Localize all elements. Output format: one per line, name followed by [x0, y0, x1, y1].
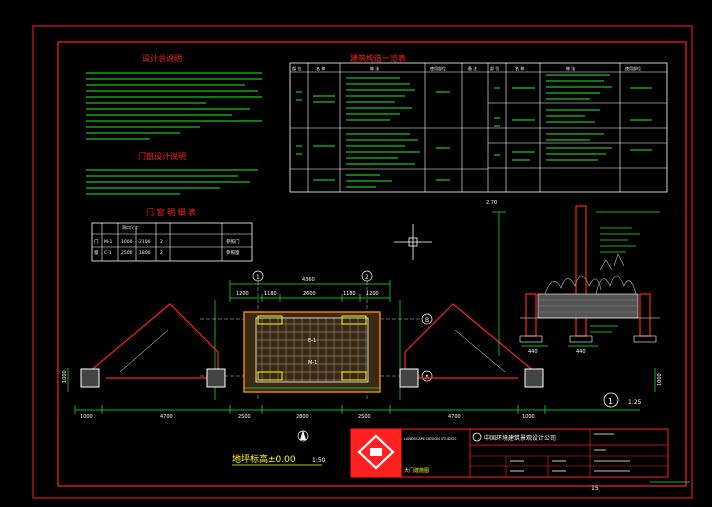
door-table-cell: 2500 [121, 250, 133, 256]
bottom-dim-label: 2500 [238, 414, 251, 420]
notes-lines [86, 72, 262, 140]
section-dim-left-base: 440 [528, 349, 538, 355]
materials-title: 建筑构造一览表 [350, 53, 406, 63]
shrub-icon [544, 253, 637, 295]
gatehouse-plan: E-1 M-1 [243, 311, 381, 393]
door-table-cell: M-1 [104, 239, 113, 245]
wing-walls [88, 303, 536, 379]
door-table-cell: C-1 [104, 250, 112, 256]
sheet-inner-border [57, 41, 687, 487]
side-dim-right: 1000 [657, 373, 663, 386]
room-label-e1: E-1 [308, 338, 316, 344]
materials-header: 名 称 [316, 65, 325, 71]
materials-col-headers: 部 位 名 称 做 法 使用部位 备 注 部 位 名 称 做 法 使用部位 [292, 65, 641, 71]
crosshair-cursor-icon [394, 224, 432, 260]
section-dim-right-base: 440 [576, 349, 586, 355]
room-label-m1: M-1 [308, 360, 317, 366]
corner-pillars [80, 368, 544, 388]
materials-header: 部 位 [490, 65, 499, 71]
door-table-cell: 门 [94, 238, 99, 245]
section-scale: 1:25 [628, 399, 642, 406]
top-dim-label: 1180 [343, 291, 356, 297]
door-table-cell: 参照门 [226, 238, 240, 245]
bottom-dim-label: 1000 [80, 414, 93, 420]
axis-label-1: 1 [256, 274, 260, 281]
bottom-dim-label: 4700 [448, 414, 461, 420]
materials-header: 做 法 [370, 65, 379, 71]
top-dim-label: 2600 [303, 291, 316, 297]
section-label: 1 [608, 397, 613, 406]
firm-name: 中国环境建筑景观设计公司 [484, 434, 556, 442]
door-table-cell: 窗 [94, 249, 99, 256]
materials-header: 做 法 [566, 65, 575, 71]
page-number: 15 [591, 485, 599, 492]
bottom-dim-label: 4700 [160, 414, 173, 420]
door-table-cell: 2 [160, 250, 163, 256]
door-notes-lines [86, 169, 258, 195]
sheet-border [32, 25, 693, 499]
materials-header: 备 注 [468, 65, 477, 71]
general-notes: 设计总说明 门窗设计说明 [86, 53, 262, 195]
gate-plan: 4360 1200 1180 2600 1180 1200 1000 4700 2500 280… [62, 224, 663, 466]
title-block: LANDSCAPE DESIGN STUDIOS 中国环境建筑景观设计公司 大门… [350, 428, 669, 478]
materials-header: 名 称 [515, 65, 524, 71]
door-table-cell: 1000 [121, 239, 133, 245]
section-dim-height: 2.70 [486, 200, 497, 206]
door-notes-title: 门窗设计说明 [138, 151, 186, 161]
materials-content [296, 74, 652, 188]
door-table-cell: 2 [160, 239, 163, 245]
bottom-dim-label: 2800 [296, 414, 309, 420]
axis-label-b: B [425, 317, 429, 324]
door-table-cell: 参照窗 [226, 249, 240, 256]
door-table-title: 门 窗 明 细 表 [146, 207, 196, 217]
top-dim-label: 1180 [264, 291, 277, 297]
north-arrow-icon [297, 430, 309, 442]
firm-logo-text: LANDSCAPE DESIGN STUDIOS [404, 437, 457, 441]
door-table-cell: 2100 [139, 239, 151, 245]
materials-header: 使用部位 [430, 65, 446, 71]
bottom-dimensions: 1000 4700 2500 2800 2500 4700 1000 [80, 414, 535, 420]
gate-section: 2.70 440 440 1 [486, 200, 660, 408]
materials-header: 部 位 [292, 65, 301, 71]
door-table-cell: 1800 [139, 250, 151, 256]
plan-caption: 地坪标高±0.00 [232, 453, 296, 465]
bottom-dim-label: 1000 [522, 414, 535, 420]
side-dim-left: 1000 [62, 370, 68, 383]
top-dim-label: 1200 [366, 291, 379, 297]
top-dim-label: 1200 [236, 291, 249, 297]
bottom-dim-label: 2500 [358, 414, 371, 420]
axis-label-2: 2 [365, 274, 369, 281]
materials-table: 建筑构造一览表 部 位 名 称 做 法 使用部位 备 注 部 位 名 称 做 法 使用部位 [289, 53, 668, 193]
drawing-title: 大门建施图 [404, 467, 429, 474]
top-dimensions: 4360 1200 1180 2600 1180 1200 [236, 277, 379, 297]
notes-title: 设计总说明 [142, 53, 182, 63]
table-header-size: 洞口尺寸 [122, 224, 138, 230]
materials-header: 使用部位 [625, 65, 641, 71]
top-dim-label: 4360 [302, 277, 315, 283]
plan-scale: 1:50 [312, 457, 326, 464]
